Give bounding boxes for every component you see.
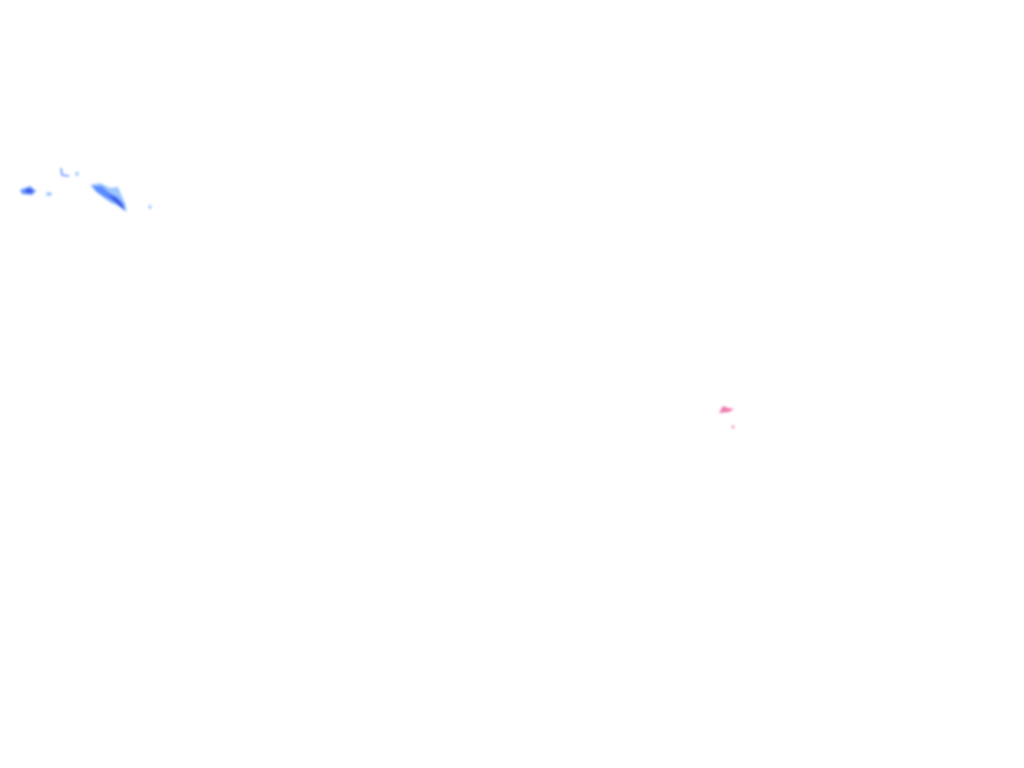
rain-cells-west	[20, 167, 152, 212]
rain-cell	[148, 205, 152, 209]
rain-cell	[108, 194, 124, 210]
rain-cell	[60, 167, 70, 177]
rain-cell	[75, 171, 79, 177]
rain-cell	[25, 189, 33, 193]
mixed-cell	[719, 406, 734, 413]
rain-cell	[92, 186, 125, 211]
mixed-cell	[731, 425, 735, 429]
rain-cell	[46, 192, 52, 196]
mixed-precip-cells-east	[719, 406, 735, 429]
